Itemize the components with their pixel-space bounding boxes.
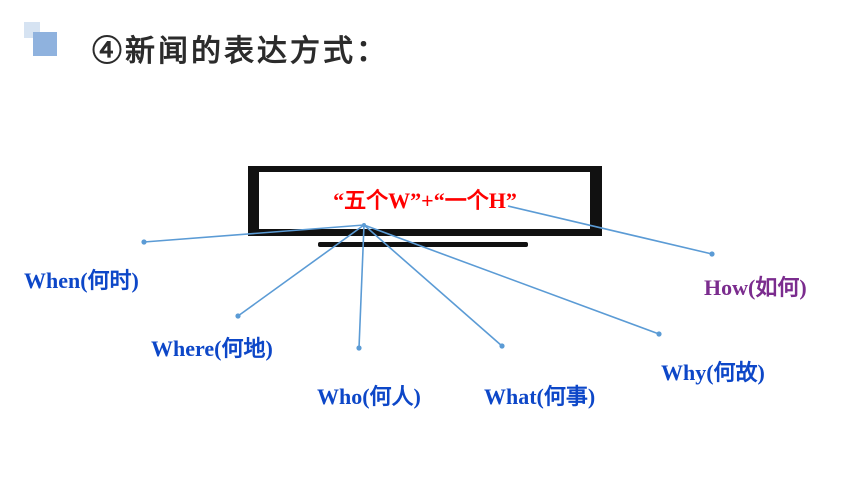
label-when: When(何时) <box>24 268 139 293</box>
connector-when <box>143 224 365 243</box>
title-bullet-square <box>33 32 57 56</box>
connector-who <box>358 224 365 349</box>
connector-end-what <box>499 343 505 349</box>
connector-end-when <box>141 239 147 245</box>
formula-text: “五个W”+“一个H” <box>333 188 517 213</box>
screen-panel <box>259 172 590 229</box>
screen-stand <box>318 242 528 247</box>
label-why: Why(何故) <box>661 360 765 385</box>
connector-end-who <box>356 345 362 351</box>
connector-end-how <box>709 251 715 257</box>
label-who: Who(何人) <box>317 384 421 409</box>
connector-end-where <box>235 313 241 319</box>
connector-what <box>363 224 503 347</box>
connector-where <box>237 224 365 317</box>
slide-title: ④新闻的表达方式： <box>92 34 389 69</box>
connector-hub <box>362 223 366 227</box>
label-where: Where(何地) <box>151 336 273 361</box>
label-what: What(何事) <box>484 384 596 409</box>
screen-frame <box>248 166 602 236</box>
connector-how <box>507 205 713 255</box>
connector-why <box>363 224 660 335</box>
connector-end-why <box>656 331 662 337</box>
label-how: How(如何) <box>704 275 807 300</box>
